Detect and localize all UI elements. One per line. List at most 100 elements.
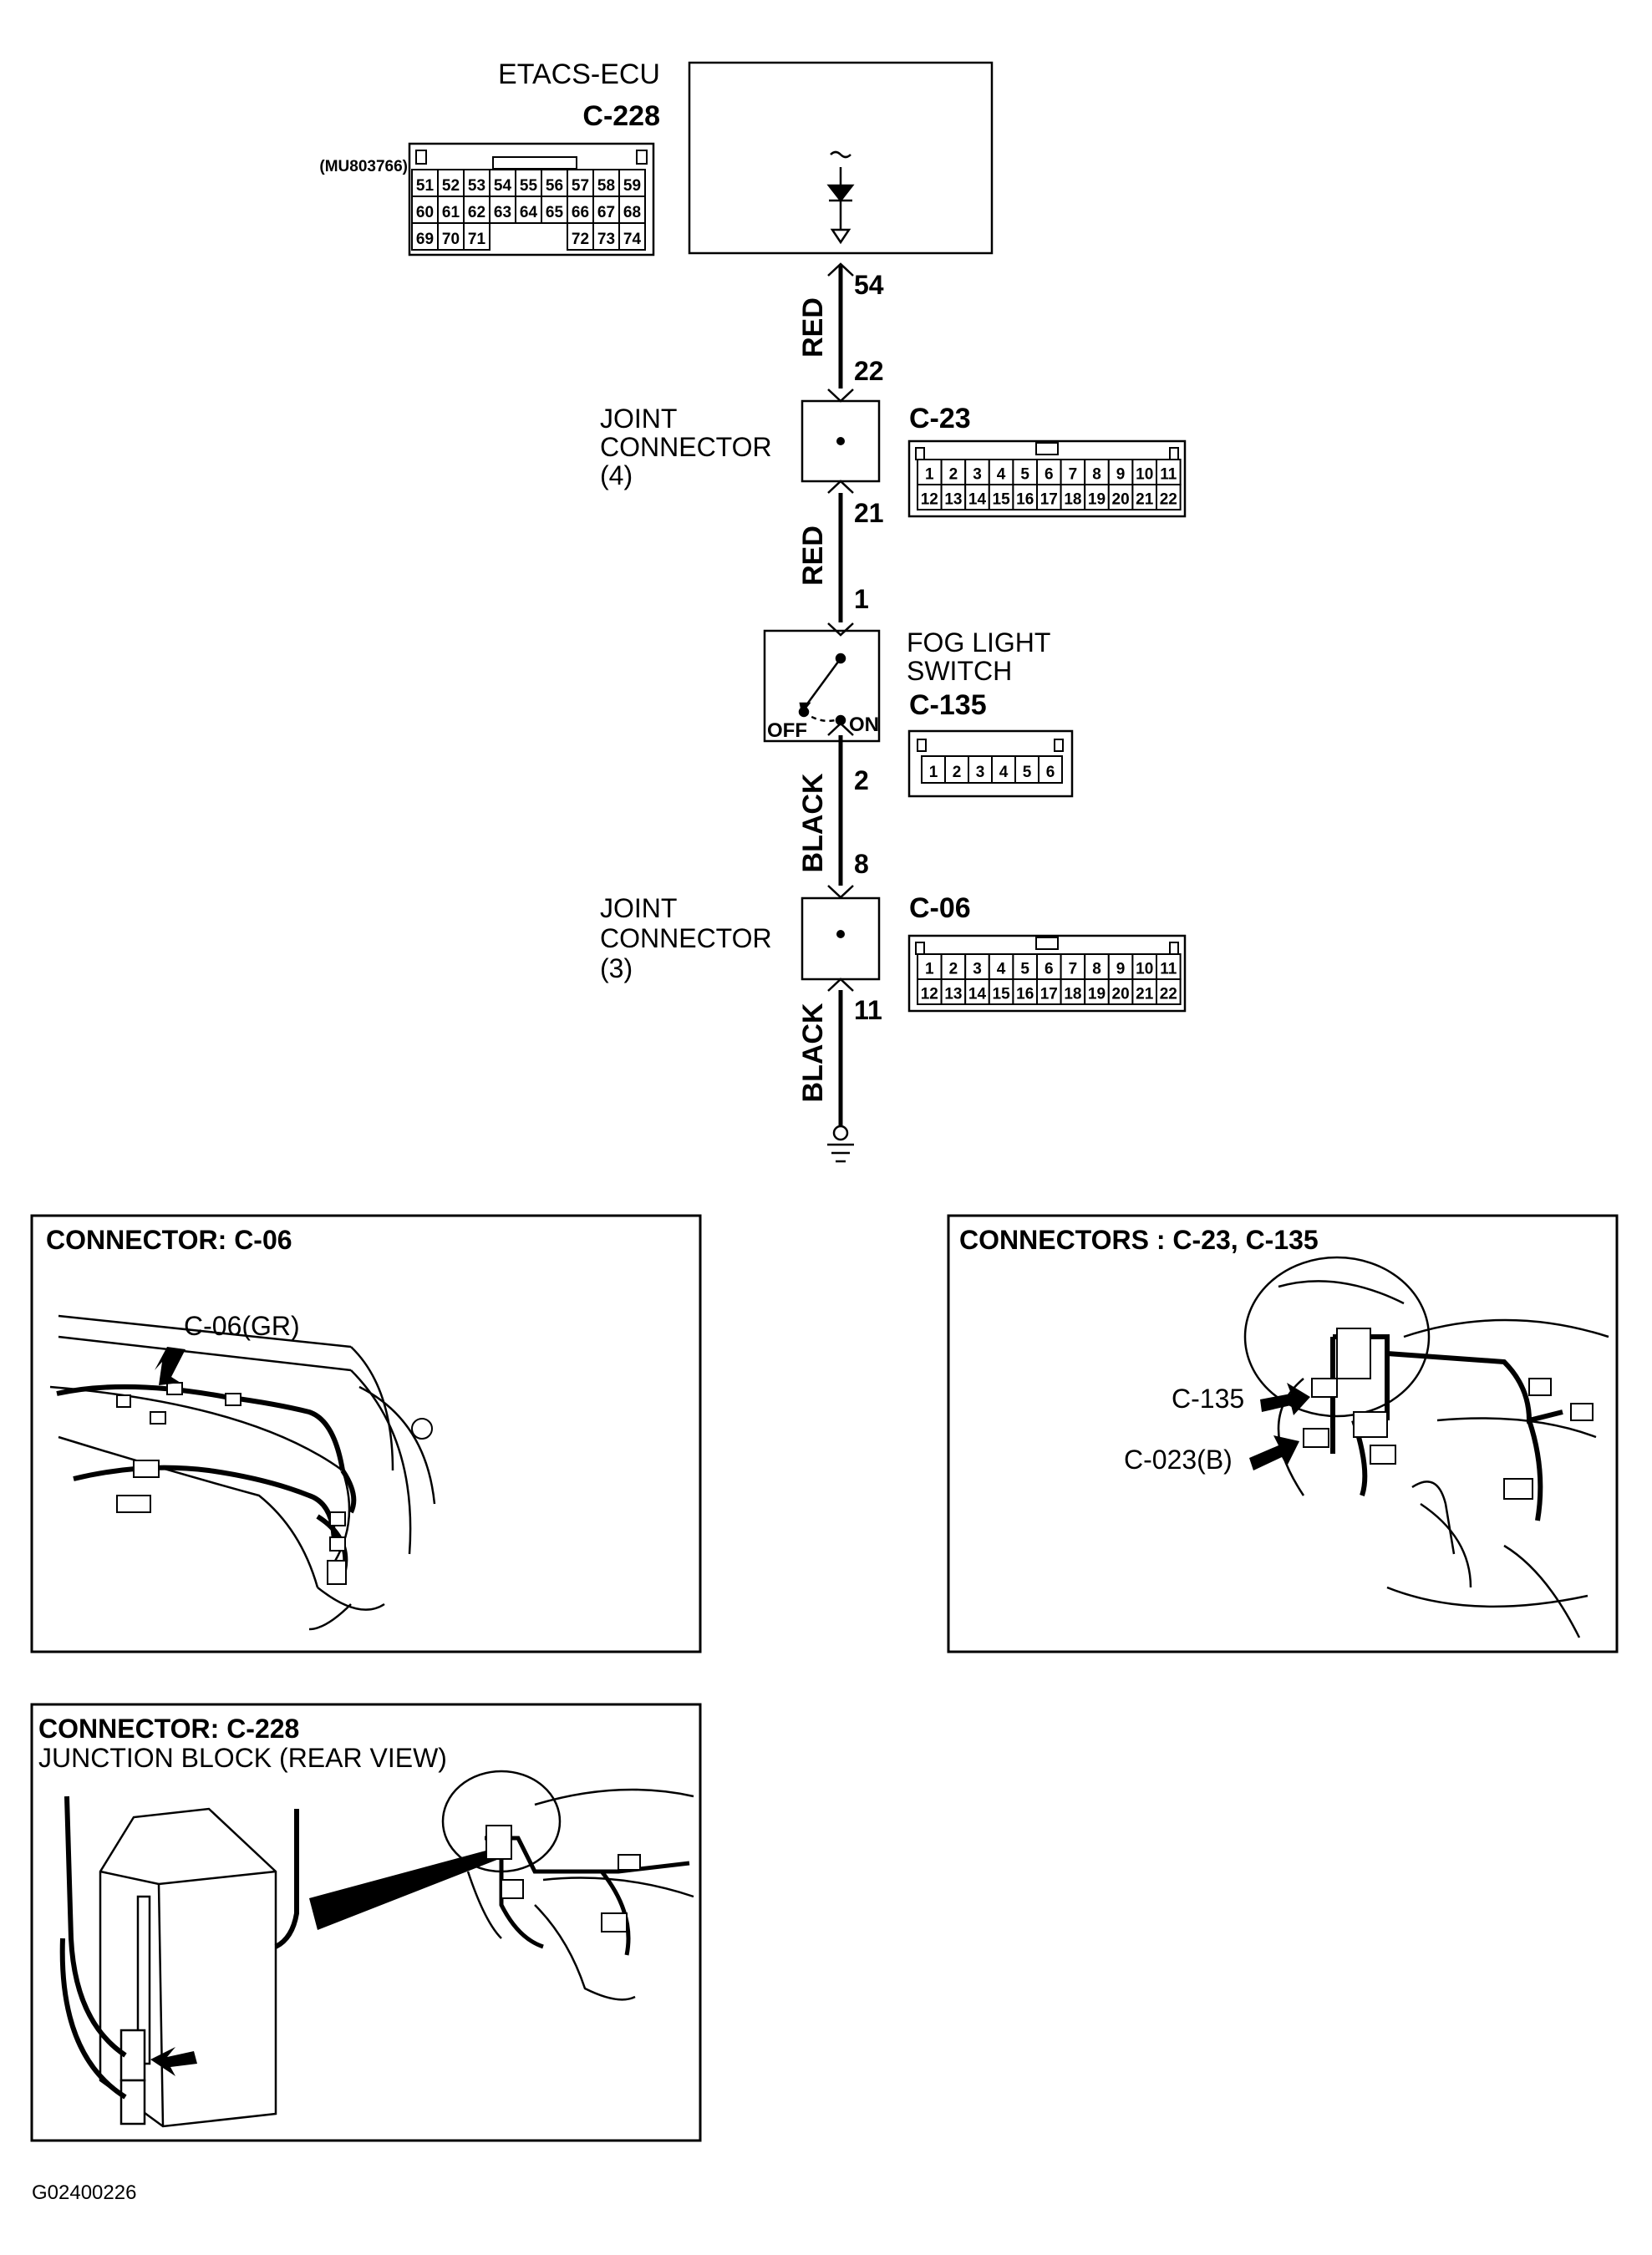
c06-pin-cell bbox=[988, 978, 1014, 1005]
c06-pin-cell bbox=[1107, 978, 1134, 1005]
panel-c228-subtitle: JUNCTION BLOCK (REAR VIEW) bbox=[38, 1743, 447, 1773]
ground-symbol bbox=[827, 1125, 854, 1163]
panel-c135-callout: C-135 bbox=[1172, 1384, 1244, 1414]
c23-pin-8: 8 bbox=[1092, 465, 1101, 483]
harness-connectors-c23 bbox=[1303, 1328, 1594, 1500]
c228-pin-64: 64 bbox=[520, 204, 538, 221]
c228-pin-63: 63 bbox=[494, 204, 511, 221]
c228-pin-53: 53 bbox=[468, 177, 485, 195]
etacs-ecu-box bbox=[688, 61, 994, 255]
c06-pin-4: 4 bbox=[997, 960, 1006, 978]
panel-c06: CONNECTOR: C-06 C-06(GR) bbox=[30, 1214, 702, 1653]
c23-pin-4: 4 bbox=[997, 465, 1006, 483]
c06-pin-13: 13 bbox=[944, 985, 962, 1003]
etacs-part-number: (MU803766) bbox=[319, 158, 408, 175]
c23-connector-id: C-23 bbox=[909, 403, 971, 434]
switch-on-label: ON bbox=[849, 714, 879, 736]
c06-pin-16: 16 bbox=[1016, 985, 1034, 1003]
c228-pin-70: 70 bbox=[442, 231, 460, 248]
c06-pin-8: 8 bbox=[1092, 960, 1101, 978]
c228-pin-cell bbox=[618, 169, 646, 197]
c23-pin-cell bbox=[1156, 484, 1182, 510]
c228-pin-74: 74 bbox=[623, 231, 642, 248]
etacs-connector-id: C-228 bbox=[582, 100, 660, 132]
c06-pin-3: 3 bbox=[973, 960, 982, 978]
c135-pin-cell bbox=[991, 755, 1016, 784]
c135-pin-4: 4 bbox=[999, 764, 1009, 781]
panel-c23-c135: CONNECTORS : C-23, C-135 C-135 C-023(B) bbox=[947, 1214, 1619, 1653]
c23-pin-cell bbox=[1036, 459, 1062, 485]
c06-pin-5: 5 bbox=[1020, 960, 1029, 978]
joint-4-label-1: JOINT bbox=[600, 404, 677, 434]
c135-pin-6: 6 bbox=[1046, 764, 1055, 781]
c06-pin-1: 1 bbox=[925, 960, 934, 978]
c228-pin-cell bbox=[592, 196, 620, 224]
c135-pin-cell bbox=[1038, 755, 1063, 784]
c06-pin-cell bbox=[1060, 978, 1086, 1005]
c23-pin-1: 1 bbox=[925, 465, 934, 483]
c06-pin-cell bbox=[1036, 953, 1062, 980]
c23-pin-12: 12 bbox=[921, 490, 938, 508]
c23-pin-17: 17 bbox=[1040, 490, 1058, 508]
harness-connectors-c06 bbox=[116, 1382, 433, 1585]
c23-pin-9: 9 bbox=[1116, 465, 1126, 483]
c06-pin-cell bbox=[1036, 978, 1062, 1005]
panel-c228-title: CONNECTOR: C-228 bbox=[38, 1714, 299, 1744]
panel-c06-title: CONNECTOR: C-06 bbox=[46, 1225, 292, 1255]
switch-symbol bbox=[798, 653, 846, 726]
c228-pin-72: 72 bbox=[572, 231, 589, 248]
c06-pin-15: 15 bbox=[993, 985, 1011, 1003]
fog-switch-label-1: FOG LIGHT bbox=[907, 627, 1050, 658]
c06-pin-11: 11 bbox=[1160, 960, 1177, 978]
c228-pin-cell bbox=[411, 196, 439, 224]
c06-pin-9: 9 bbox=[1116, 960, 1126, 978]
c06-pin-17: 17 bbox=[1040, 985, 1058, 1003]
c228-pin-cell bbox=[463, 222, 491, 251]
c228-pin-62: 62 bbox=[468, 204, 485, 221]
panel-c06-callout: C-06(GR) bbox=[184, 1311, 300, 1341]
joint-connector-4-box bbox=[801, 399, 881, 483]
arrow-icon-c135 bbox=[1260, 1383, 1310, 1415]
c06-pin-2: 2 bbox=[949, 960, 958, 978]
c135-pin-2: 2 bbox=[953, 764, 962, 781]
joint-4-label-2: CONNECTOR bbox=[600, 432, 772, 462]
pin-1: 1 bbox=[854, 584, 869, 614]
c23-pin-7: 7 bbox=[1069, 465, 1078, 483]
fog-switch-label-2: SWITCH bbox=[907, 656, 1012, 686]
c23-pin-16: 16 bbox=[1016, 490, 1034, 508]
figure-id: G02400226 bbox=[32, 2181, 136, 2204]
c228-pin-57: 57 bbox=[572, 177, 589, 195]
c06-pin-cell bbox=[1156, 953, 1182, 980]
c23-pin-3: 3 bbox=[973, 465, 982, 483]
switch-off-label: OFF bbox=[767, 719, 807, 742]
c23-pin-13: 13 bbox=[944, 490, 962, 508]
joint-3-label-1: JOINT bbox=[600, 893, 677, 923]
c23-pin-15: 15 bbox=[993, 490, 1011, 508]
c23-pin-10: 10 bbox=[1136, 465, 1153, 483]
wire-color-3: BLACK bbox=[797, 773, 829, 872]
c06-pin-cell bbox=[1156, 978, 1182, 1005]
c23-pin-14: 14 bbox=[968, 490, 987, 508]
fog-light-switch-box bbox=[763, 629, 881, 743]
c23-pin-cell bbox=[1084, 484, 1110, 510]
c228-pin-65: 65 bbox=[546, 204, 564, 221]
c23-pin-2: 2 bbox=[949, 465, 958, 483]
c135-pin-5: 5 bbox=[1023, 764, 1032, 781]
c06-pin-12: 12 bbox=[921, 985, 938, 1003]
c228-pin-cell bbox=[592, 222, 620, 251]
c23-pin-cell bbox=[1131, 459, 1158, 485]
arrow-icon-c228 bbox=[150, 2047, 197, 2076]
pin-21: 21 bbox=[854, 498, 884, 528]
c228-pin-56: 56 bbox=[546, 177, 563, 195]
c06-pin-18: 18 bbox=[1064, 985, 1081, 1003]
c23-pin-22: 22 bbox=[1160, 490, 1177, 508]
c23-pin-cell bbox=[1084, 459, 1110, 485]
c228-pin-73: 73 bbox=[597, 231, 615, 248]
wire-color-4: BLACK bbox=[797, 1003, 829, 1102]
arrow-icon-c023 bbox=[1249, 1435, 1299, 1470]
wire-color-2: RED bbox=[797, 526, 829, 586]
c228-pin-71: 71 bbox=[468, 231, 486, 248]
